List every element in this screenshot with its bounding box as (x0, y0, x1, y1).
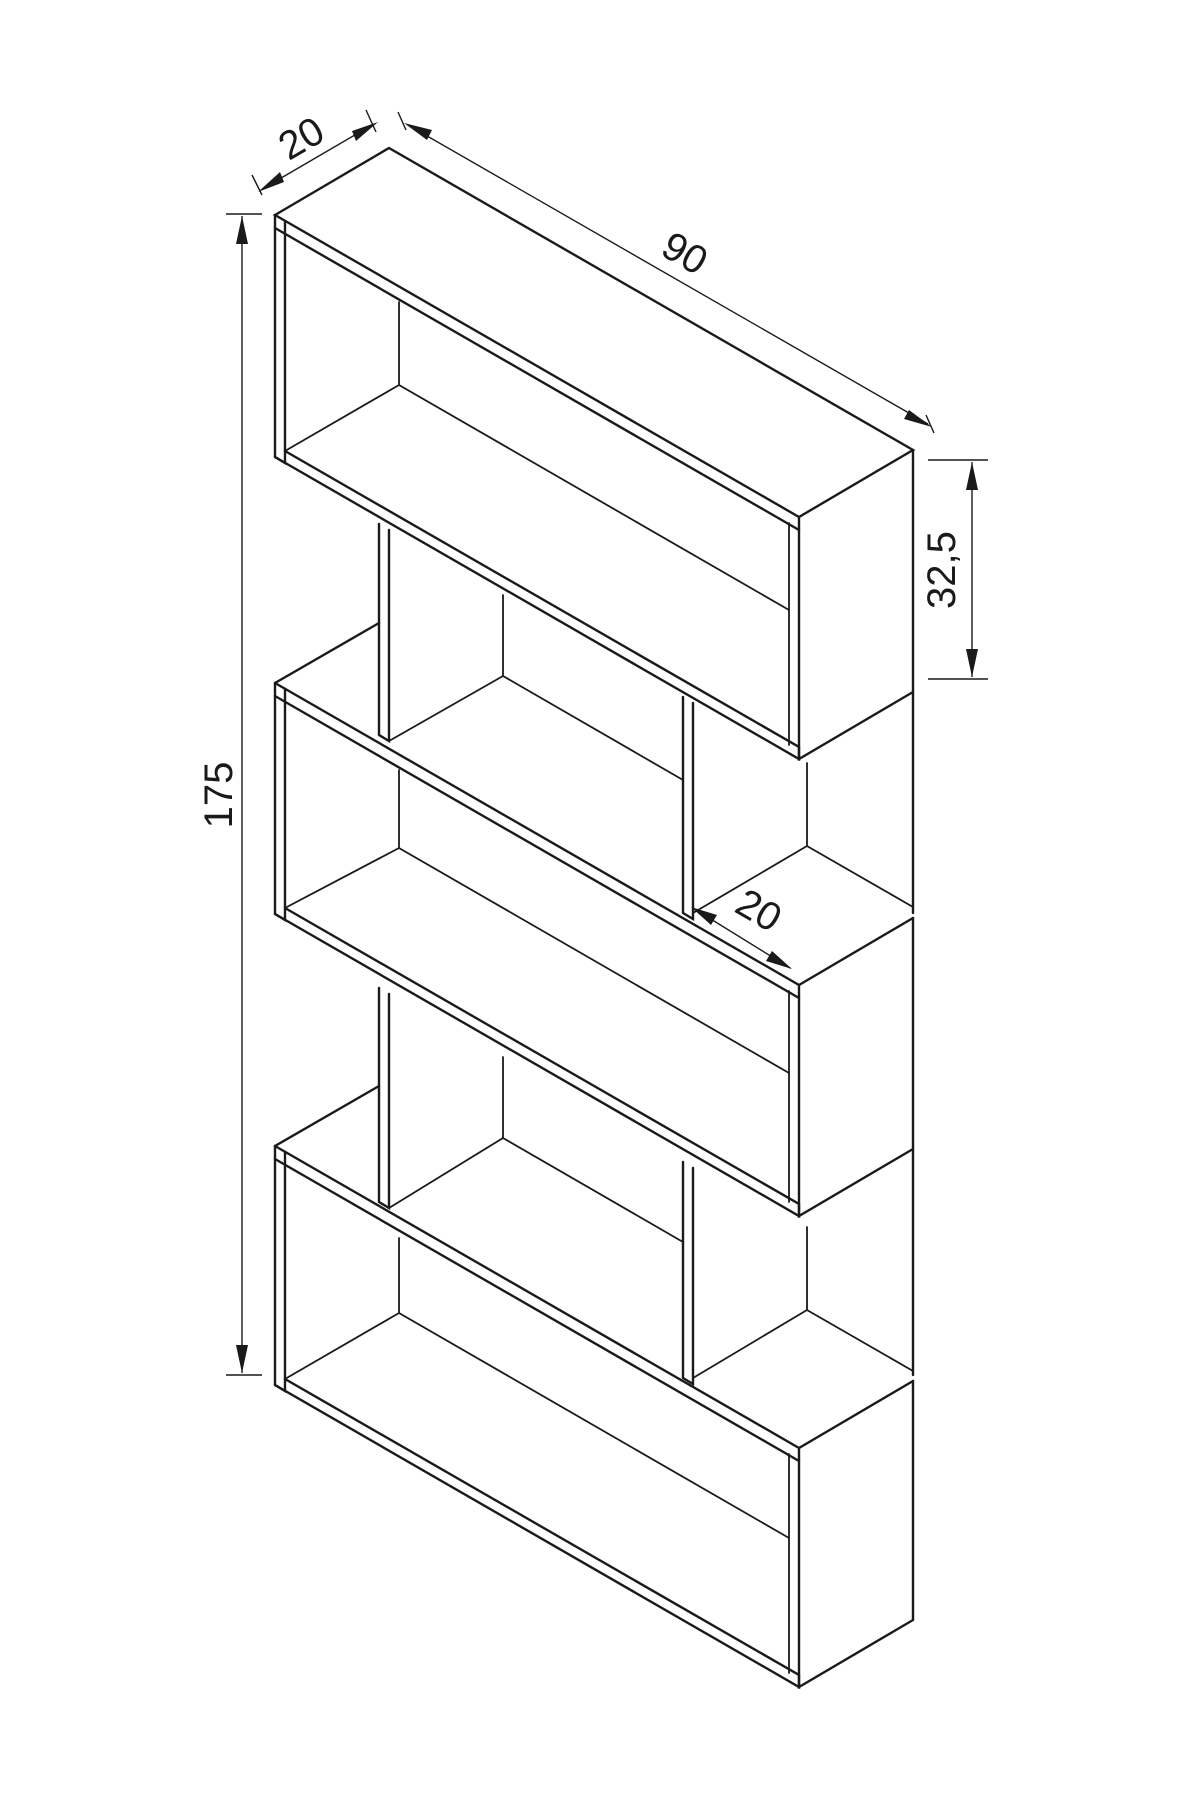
middle-box-front-top (273, 694, 801, 1000)
depth-top-arrow-left (258, 172, 284, 192)
top-box-bottom-edge (273, 449, 801, 762)
lower-right-divider (681, 1160, 695, 1387)
width-extension-right (925, 414, 935, 434)
middle-box-left-panel (273, 681, 287, 923)
top-box-right-panel (797, 448, 915, 762)
middle-box-right-panel (797, 916, 915, 1219)
dimension-depth-middle: 20 (691, 881, 792, 969)
top-box-inner-floor (284, 384, 400, 452)
top-box-front-top-edge (273, 226, 801, 532)
upper-divider-floor (388, 675, 504, 742)
depth-middle-label: 20 (728, 881, 789, 941)
upper-right-divider (681, 695, 695, 922)
bottom-box-bottom-edge (273, 1377, 801, 1690)
bottom-box-left-panel (273, 1144, 287, 1394)
depth-middle-arrow-right (766, 951, 792, 969)
middle-box-bottom-edge (273, 906, 801, 1219)
depth-top-arrow-right (352, 122, 378, 141)
lower-right-floor (692, 1309, 808, 1379)
dimension-depth-top: 20 (251, 109, 378, 196)
width-arrow-right (904, 410, 932, 427)
bottom-box-front-top (273, 1157, 801, 1463)
top-box-inner-back (398, 301, 790, 611)
dimension-compartment-height: 32,5 (920, 459, 988, 680)
dimension-total-height: 175 (197, 213, 262, 1376)
bottom-box-right-panel (797, 1379, 915, 1690)
total-height-label: 175 (197, 762, 241, 829)
depth-top-extension-right (365, 109, 377, 133)
dimensions: 20 90 32,5 175 (197, 109, 988, 1376)
depth-top-label: 20 (271, 109, 332, 169)
width-extension-left (397, 111, 407, 131)
total-height-arrow-bottom (236, 1345, 248, 1373)
compartment-height-arrow-bottom (966, 649, 978, 677)
upper-divider-left (377, 522, 391, 744)
total-height-arrow-top (236, 216, 248, 244)
lower-left-brace (273, 1084, 381, 1148)
compartment-height-label: 32,5 (920, 531, 964, 609)
compartment-height-arrow-top (966, 462, 978, 490)
width-label: 90 (654, 224, 715, 284)
lower-right-back (806, 1226, 914, 1372)
width-arrow-left (404, 123, 432, 140)
lower-divider-floor (388, 1137, 504, 1209)
top-box-left-panel (273, 213, 287, 466)
middle-box-inner-floor (284, 847, 400, 909)
bottom-box-inner-back (398, 1237, 790, 1539)
upper-right-floor (692, 845, 808, 914)
middle-box-inner-back (398, 769, 790, 1074)
lower-divider-left (377, 986, 391, 1211)
bottom-box-inner-floor (284, 1312, 400, 1380)
top-box-top-face (272, 146, 916, 519)
bookshelf (272, 146, 916, 1690)
upper-right-back (806, 762, 914, 908)
depth-top-extension-left (251, 174, 263, 196)
width-line (407, 124, 929, 425)
upper-left-brace (273, 621, 381, 685)
dimension-width: 90 (397, 111, 935, 434)
depth-middle-arrow-left (691, 907, 717, 925)
upper-divider-inner (502, 594, 684, 781)
